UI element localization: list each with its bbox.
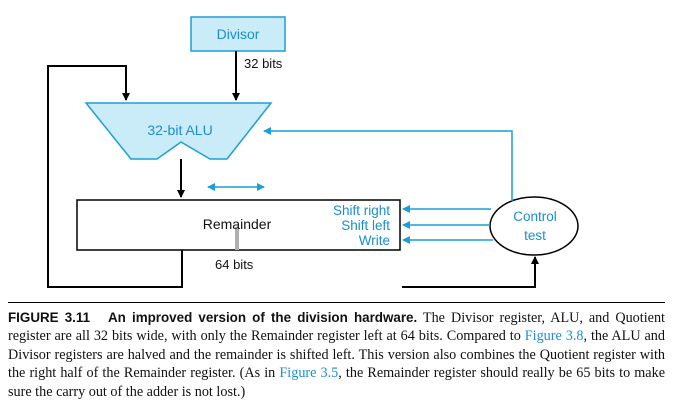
divisor-register: Divisor bbox=[190, 16, 286, 52]
figure-number: FIGURE 3.11 bbox=[8, 310, 91, 325]
alu: 32-bit ALU bbox=[84, 102, 273, 160]
control-to-alu-signal bbox=[263, 127, 513, 201]
figure-caption: FIGURE 3.11 An improved version of the d… bbox=[8, 309, 665, 401]
caption-text-3: , the Remainder register should really b… bbox=[8, 365, 665, 400]
remainder-width-label: 64 bits bbox=[215, 257, 254, 272]
signal-label-write: Write bbox=[359, 233, 390, 248]
figure-title: An improved version of the division hard… bbox=[107, 310, 418, 325]
divisor-label: Divisor bbox=[217, 26, 260, 42]
control-label-line2: test bbox=[524, 228, 546, 243]
caption-text-2: , the ALU and Divisor registers are halv… bbox=[8, 328, 665, 382]
remainder-feedback-wire bbox=[47, 65, 183, 288]
remainder-label: Remainder bbox=[203, 216, 272, 232]
caption-rule bbox=[8, 302, 665, 303]
division-hardware-diagram: Divisor 32 bits 32-bit ALU Remainder Shi… bbox=[47, 16, 579, 288]
alu-label: 32-bit ALU bbox=[147, 122, 212, 138]
control-label-line1: Control bbox=[513, 209, 557, 224]
signal-label-shift-right: Shift right bbox=[333, 203, 390, 218]
signal-label-shift-left: Shift left bbox=[341, 218, 390, 233]
caption-text-1: The Divisor register, ALU, and Quotient … bbox=[8, 310, 665, 345]
control-test: Control test bbox=[489, 196, 579, 256]
remainder-to-control-wire bbox=[402, 256, 539, 288]
remainder-register: Remainder Shift right Shift left Write bbox=[76, 199, 401, 251]
figure-3-8-link[interactable]: Figure 3.8 bbox=[524, 328, 584, 345]
divisor-width-label: 32 bits bbox=[244, 56, 283, 71]
figure-3-5-link[interactable]: Figure 3.5 bbox=[279, 365, 339, 382]
